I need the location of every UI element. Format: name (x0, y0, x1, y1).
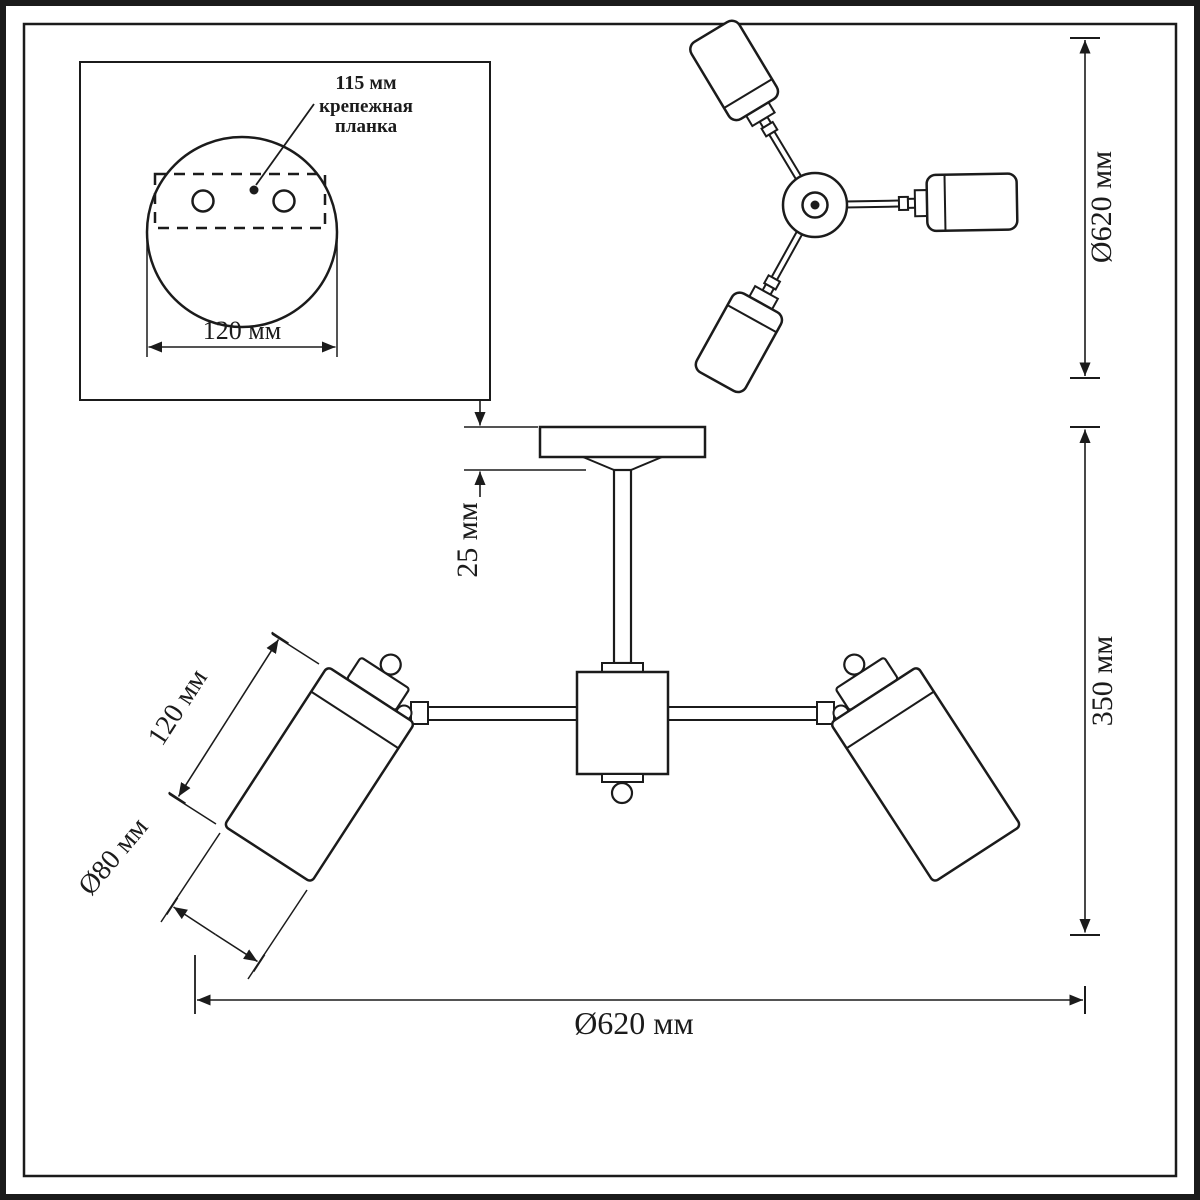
canopy-height-label: 25 мм (451, 502, 484, 577)
detail-box-border (79, 61, 491, 401)
shade-body (224, 667, 415, 882)
shade-rim (727, 304, 777, 334)
center-point-dot (249, 185, 259, 195)
arm-rod (770, 228, 805, 282)
central-body (575, 670, 670, 776)
dimension-line (173, 906, 216, 936)
lamp-shade (694, 291, 784, 394)
lamp-shade (925, 172, 1019, 233)
overall-width-label: Ø620 мм (574, 1005, 694, 1041)
shade-body (830, 667, 1021, 882)
shade-rim (723, 78, 773, 109)
shade-diameter-label: Ø80 мм (72, 812, 154, 902)
ceiling-plate (538, 425, 707, 459)
total-height-label: 350 мм (1086, 636, 1119, 726)
plate-width-dimension: 120 мм (146, 240, 338, 357)
top-view-diameter-dimension: Ø620 мм (1070, 37, 1118, 379)
bracket-dashed-outline (153, 172, 327, 230)
lamp-shade (689, 19, 780, 122)
arm-joint-left (410, 701, 429, 725)
top-diameter-label: Ø620 мм (1085, 151, 1118, 263)
arm-rod-right (667, 706, 818, 721)
end-tick (165, 897, 179, 915)
hub-center-dot (810, 200, 820, 210)
dimension-line (215, 933, 258, 963)
top-view: Ø620 мм (689, 19, 1118, 394)
plate-width-label: 120 мм (203, 316, 281, 345)
lamp-arm-bottom (694, 228, 805, 394)
body-bottom-collar (601, 773, 644, 783)
arm-joint (897, 195, 910, 212)
shade-rim (310, 690, 399, 750)
screw-hole-right (272, 189, 296, 213)
canopy-circle (145, 135, 339, 329)
total-height-dimension: 350 мм (1070, 426, 1119, 936)
bracket-label-line1: крепежная (319, 96, 413, 117)
shade-rim (846, 690, 935, 750)
screw-hole-left (191, 189, 215, 213)
end-tick (168, 791, 186, 805)
lamp-shade-left (224, 653, 415, 882)
shade-rim (943, 174, 947, 231)
dimension-line (177, 717, 230, 797)
bottom-finial-ball (610, 781, 634, 805)
dimension-line (227, 639, 280, 719)
arm-rod (843, 199, 901, 209)
overall-width-dimension: Ø620 мм (194, 955, 1086, 1041)
shade-length-label: 120 мм (142, 663, 214, 751)
bracket-label-line2: планка (335, 116, 398, 137)
lamp-arm-right (843, 172, 1019, 233)
canopy-height-dimension: 25 мм (451, 399, 586, 578)
lamp-arm-top (689, 19, 804, 183)
side-view: 25 мм 350 мм 120 мм Ø8 (72, 399, 1119, 1041)
shade-socket (913, 189, 929, 218)
end-tick (252, 954, 266, 972)
mounting-detail-box: 115 мм крепежная планка 120 мм (79, 61, 491, 401)
arm-rod (767, 130, 804, 183)
end-tick (271, 631, 289, 645)
leader-line (255, 103, 315, 186)
body-top-collar (601, 662, 644, 673)
inner-frame (22, 22, 1178, 1178)
stem-rod (612, 468, 633, 665)
plate-funnel (582, 456, 663, 471)
lamp-shade-right (830, 653, 1021, 882)
hole-pitch-label: 115 мм (335, 72, 396, 94)
arm-joint-right (816, 701, 835, 725)
arm-rod-left (427, 706, 578, 721)
